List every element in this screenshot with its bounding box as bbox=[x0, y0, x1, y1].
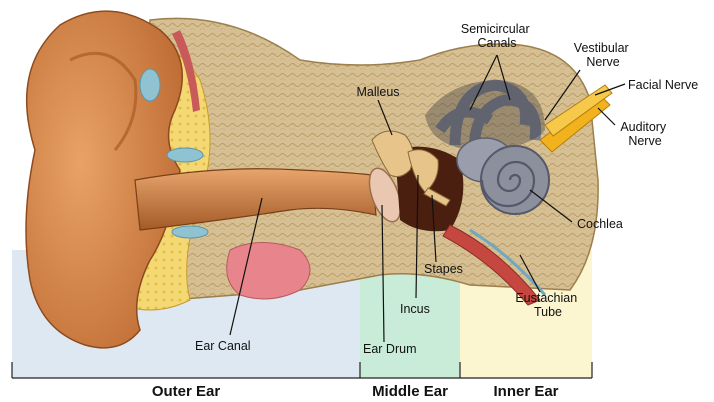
label-auditory-nerve: Auditory Nerve bbox=[620, 120, 669, 148]
label-stapes: Stapes bbox=[424, 262, 463, 276]
gland bbox=[227, 243, 310, 300]
label-ear-canal: Ear Canal bbox=[195, 339, 251, 353]
label-facial-nerve: Facial Nerve bbox=[628, 78, 698, 92]
cochlea-shape bbox=[481, 146, 549, 214]
label-ear-drum: Ear Drum bbox=[363, 342, 416, 356]
label-vestibular-nerve: Vestibular Nerve bbox=[574, 41, 632, 69]
fluid-pocket bbox=[172, 226, 208, 238]
label-cochlea: Cochlea bbox=[577, 217, 623, 231]
label-malleus: Malleus bbox=[356, 85, 399, 99]
fluid-pocket bbox=[167, 148, 203, 162]
section-middle-ear: Middle Ear bbox=[372, 383, 448, 397]
section-outer-ear: Outer Ear bbox=[152, 383, 221, 397]
label-incus: Incus bbox=[400, 302, 430, 316]
fluid-pocket bbox=[140, 69, 160, 101]
section-inner-ear: Inner Ear bbox=[493, 383, 558, 397]
leader-line bbox=[598, 108, 615, 125]
